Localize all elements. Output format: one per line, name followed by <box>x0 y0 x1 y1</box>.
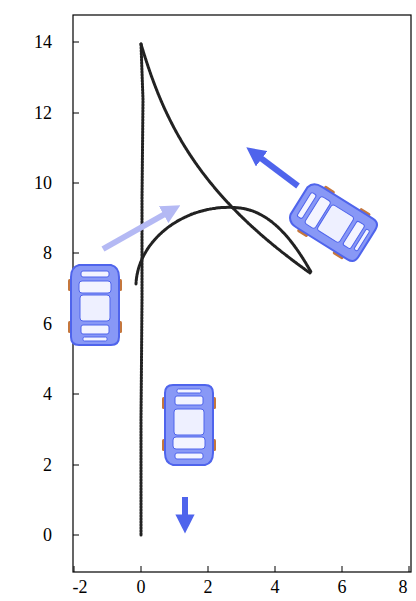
y-tick-label: 0 <box>43 524 52 546</box>
intended-direction-arrow <box>103 210 172 249</box>
x-tick-label: 4 <box>271 576 280 598</box>
cusp-trajectory <box>141 44 310 273</box>
axes-frame <box>73 15 411 572</box>
x-tick-label: 0 <box>137 576 146 598</box>
x-ticks <box>74 566 409 572</box>
y-tick-label: 10 <box>34 172 52 194</box>
trajectories <box>136 44 311 535</box>
heading-arrow <box>182 497 188 524</box>
y-tick-label: 12 <box>34 102 52 124</box>
car-right <box>285 178 381 266</box>
car-left <box>68 265 122 345</box>
y-tick-label: 6 <box>43 313 52 335</box>
y-tick-label: 2 <box>43 454 52 476</box>
y-tick-label: 4 <box>43 383 52 405</box>
car-bottom <box>162 385 216 465</box>
x-tick-label: 2 <box>204 576 213 598</box>
x-tick-label: 8 <box>399 576 408 598</box>
x-tick-label: -2 <box>73 576 88 598</box>
heading-arrow <box>254 153 298 186</box>
y-tick-label: 8 <box>43 242 52 264</box>
x-tick-label: 6 <box>338 576 347 598</box>
straight-trajectory <box>141 44 143 535</box>
y-tick-label: 14 <box>34 31 52 53</box>
